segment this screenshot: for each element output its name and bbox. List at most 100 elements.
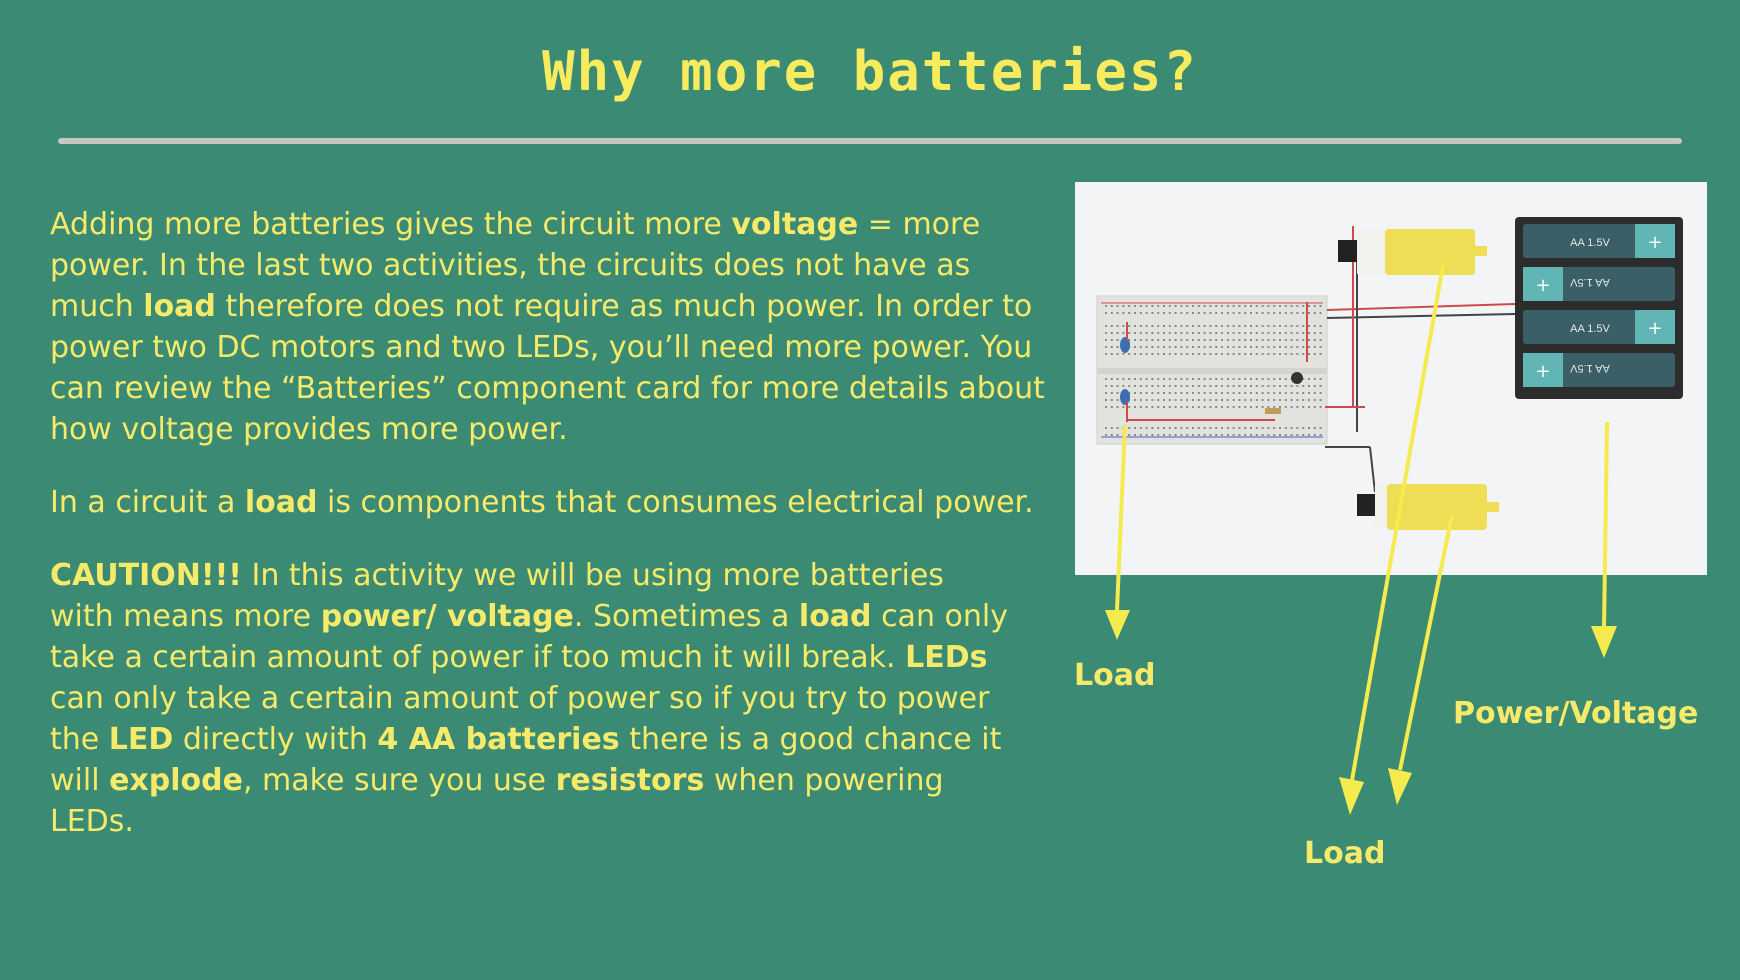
breadboard-hole [1250,378,1252,380]
breadboard-hole [1313,434,1316,436]
bold-text: voltage [731,207,859,242]
breadboard-hole [1192,434,1194,436]
breadboard-hole [1267,332,1270,334]
breadboard-hole [1128,353,1131,355]
breadboard-hole [1250,392,1252,394]
breadboard-hole [1174,427,1177,429]
breadboard-hole [1203,406,1206,408]
breadboard-hole [1116,385,1119,387]
breadboard-hole [1226,399,1229,401]
breadboard-hole [1151,332,1154,334]
breadboard-hole [1163,427,1165,429]
breadboard-hole [1261,339,1264,341]
breadboard-hole [1145,332,1148,334]
breadboard-hole [1313,305,1316,307]
breadboard-hole [1250,332,1252,334]
breadboard-hole [1308,378,1310,380]
breadboard-hole [1134,339,1136,341]
text-run: = more power. In the last two activities… [50,207,981,324]
breadboard-hole [1180,312,1183,314]
breadboard-hole [1267,312,1270,314]
breadboard-hole [1110,434,1113,436]
breadboard-hole [1232,332,1235,334]
breadboard-hole [1105,406,1107,408]
breadboard-hole [1232,434,1235,436]
breadboard-hole [1226,339,1229,341]
breadboard-hole [1244,305,1247,307]
bold-text: resistors [555,763,705,798]
label-power-voltage: Power/Voltage [1453,696,1699,731]
breadboard-hole [1209,346,1212,348]
breadboard-hole [1105,332,1107,334]
breadboard-hole [1279,339,1281,341]
breadboard-hole [1151,427,1154,429]
breadboard-hole [1238,378,1241,380]
breadboard-hole [1313,385,1316,387]
breadboard-hole [1134,353,1136,355]
text-run: In this activity we will be using more b… [50,558,944,634]
breadboard-hole [1308,392,1310,394]
breadboard-hole [1273,406,1276,408]
breadboard-hole [1151,378,1154,380]
breadboard-hole [1279,346,1281,348]
breadboard-hole [1267,434,1270,436]
breadboard-hole [1180,353,1183,355]
breadboard-hole [1197,399,1200,401]
breadboard-hole [1186,353,1189,355]
breadboard-hole [1192,378,1194,380]
breadboard-hole [1302,399,1305,401]
breadboard-hole [1284,346,1287,348]
battery-label: AA 1.5V [1569,276,1609,288]
breadboard-hole [1319,353,1322,355]
breadboard-hole [1122,378,1125,380]
breadboard-hole [1308,312,1310,314]
breadboard-hole [1134,305,1136,307]
breadboard-hole [1192,305,1194,307]
breadboard-hole [1267,392,1270,394]
breadboard-hole [1186,346,1189,348]
breadboard-hole [1232,346,1235,348]
breadboard-hole [1302,353,1305,355]
breadboard-hole [1139,378,1142,380]
breadboard-hole [1209,385,1212,387]
breadboard-hole [1151,339,1154,341]
breadboard-hole [1157,312,1160,314]
breadboard-hole [1180,406,1183,408]
breadboard-hole [1221,434,1223,436]
pushbutton-icon [1291,372,1303,384]
breadboard-hole [1308,346,1310,348]
breadboard-hole [1302,325,1305,327]
breadboard-hole [1290,427,1293,429]
breadboard-hole [1105,325,1107,327]
breadboard-hole [1197,346,1200,348]
breadboard-hole [1168,378,1171,380]
breadboard-hole [1215,434,1218,436]
breadboard-hole [1139,332,1142,334]
breadboard-hole [1180,339,1183,341]
breadboard-hole [1267,346,1270,348]
breadboard-hole [1128,385,1131,387]
breadboard-hole [1302,305,1305,307]
breadboard-hole [1157,378,1160,380]
plus-icon: + [1647,232,1662,253]
breadboard-hole [1273,353,1276,355]
breadboard-hole [1290,332,1293,334]
breadboard-hole [1232,385,1235,387]
breadboard-hole [1267,305,1270,307]
breadboard-hole [1174,399,1177,401]
breadboard-hole [1151,353,1154,355]
breadboard-hole [1203,353,1206,355]
breadboard-hole [1308,353,1310,355]
breadboard-hole [1261,385,1264,387]
breadboard-hole [1284,427,1287,429]
breadboard-hole [1203,332,1206,334]
breadboard-hole [1296,312,1299,314]
breadboard-hole [1110,399,1113,401]
breadboard-hole [1296,392,1299,394]
breadboard-hole [1163,378,1165,380]
breadboard-hole [1168,332,1171,334]
breadboard-hole [1244,392,1247,394]
breadboard-hole [1168,339,1171,341]
breadboard-hole [1209,339,1212,341]
breadboard-hole [1186,392,1189,394]
